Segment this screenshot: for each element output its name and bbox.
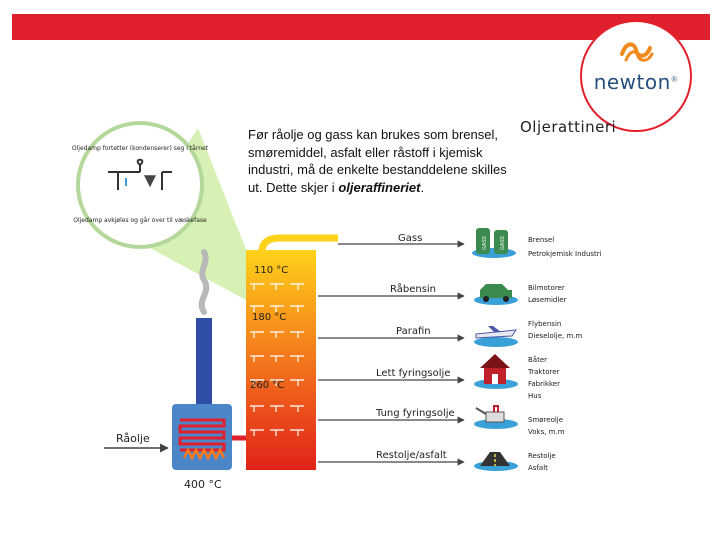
intro-paragraph: Før råolje og gass kan brukes som brense…: [248, 126, 518, 196]
logo-wordmark: newton®: [593, 70, 679, 94]
fraction-use: Traktorer: [527, 368, 560, 376]
oil-can-icon: [474, 405, 518, 429]
input-label: Råolje: [116, 432, 150, 445]
house-icon: [474, 354, 518, 389]
temp-lower: 260 °C: [250, 380, 284, 391]
diagram-title: Oljerattineri: [520, 118, 617, 136]
fraction-name: Råbensin: [390, 282, 436, 295]
fraction-use: Brensel: [528, 236, 554, 244]
gas-cylinders-icon: GASS GASS: [472, 228, 516, 258]
fraction-name: Restolje/asfalt: [376, 450, 447, 461]
fraction-use: Smøreolje: [528, 416, 563, 424]
fraction-use: Voks, m.m: [528, 428, 565, 436]
gas-pipe: [258, 234, 338, 253]
fraction-use: Petrokjemisk Industri: [528, 250, 602, 258]
fraction-use: Dieselolje, m.m: [528, 332, 583, 340]
fraction-use: Flybensin: [528, 320, 561, 328]
inset-bottom-text: Oljedamp avkjøles og går over til væskef…: [73, 217, 207, 224]
fraction-use: Bilmotorer: [528, 284, 565, 292]
fraction-use: Hus: [528, 392, 542, 400]
gas-label-1: GASS: [482, 235, 488, 250]
inset-detail: Oljedamp fortetter (kondenserer) seg i t…: [72, 121, 209, 249]
newton-logo: newton®: [580, 20, 692, 132]
heating-coil: [178, 418, 226, 452]
fraction-row: Restolje/asfalt Restolje Asfalt: [318, 450, 556, 472]
fraction-name: Lett fyringsolje: [376, 368, 450, 379]
intro-emphasis: oljeraffineriet: [338, 179, 421, 195]
inset-top-text: Oljedamp fortetter (kondenserer) seg i t…: [72, 145, 209, 152]
burner-flames: [182, 447, 226, 461]
newton-wave-icon: [620, 42, 654, 62]
distillation-column: [246, 250, 316, 470]
fraction-use: Båter: [528, 355, 547, 364]
gas-label-2: GASS: [500, 235, 506, 250]
temp-top: 110 °C: [254, 265, 288, 276]
temp-furnace: 400 °C: [184, 478, 222, 491]
intro-period: .: [420, 179, 425, 195]
chimney-smoke: [198, 249, 210, 315]
fraction-row: Gass GASS GASS Brensel Petrokjemisk Indu…: [338, 228, 602, 258]
fraction-row: Lett fyringsolje Båter Traktorer Fabrikk…: [318, 354, 560, 400]
fraction-name: Gass: [398, 233, 422, 244]
column-trays: [250, 283, 304, 436]
fraction-name: Parafin: [396, 326, 431, 337]
header-bar: [12, 14, 710, 40]
fraction-use: Løsemidler: [528, 296, 567, 304]
airplane-icon: [474, 326, 518, 347]
fraction-use: Fabrikker: [528, 380, 560, 388]
chimney: [196, 318, 212, 410]
fraction-name: Tung fyringsolje: [375, 408, 455, 419]
temp-middle: 180 °C: [252, 312, 286, 323]
road-icon: [474, 452, 518, 471]
fraction-use: Restolje: [528, 452, 556, 460]
fraction-row: Tung fyringsolje Smøreolje Voks, m.m: [318, 405, 565, 436]
fraction-use: Asfalt: [528, 464, 548, 472]
intro-text: Før råolje og gass kan brukes som brense…: [248, 127, 507, 195]
car-icon: [474, 284, 518, 305]
fraction-row: Råbensin Bilmotorer Løsemidler: [318, 282, 567, 305]
fraction-row: Parafin Flybensin Dieselolje, m.m: [318, 320, 583, 347]
